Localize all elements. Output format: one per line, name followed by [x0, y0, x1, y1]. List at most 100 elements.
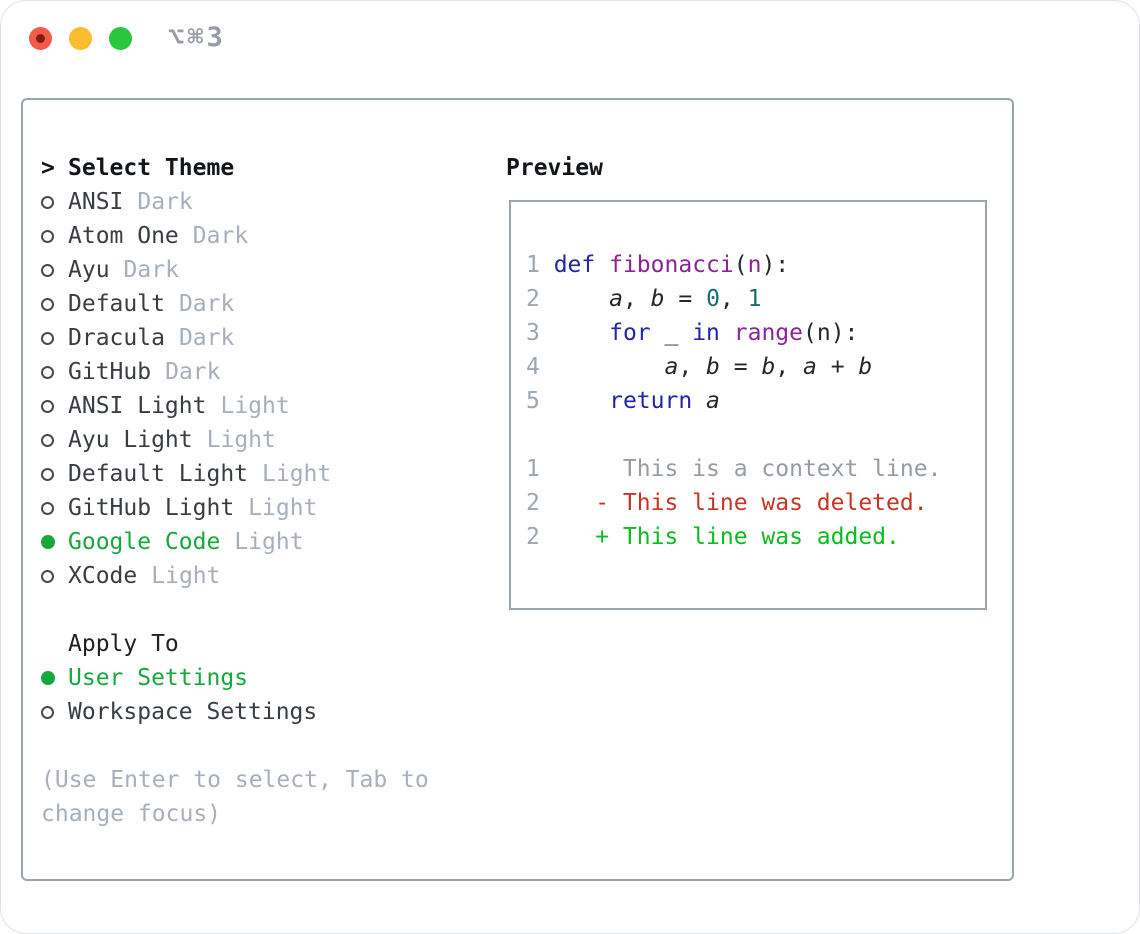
- code-token: for: [609, 320, 651, 346]
- code-token: This is a context line.: [539, 456, 942, 482]
- radio-marker: [41, 467, 68, 481]
- code-token: b: [858, 354, 873, 380]
- code-token: [692, 388, 706, 414]
- theme-list-title: Select Theme: [68, 155, 235, 181]
- code-token: [540, 286, 609, 312]
- code-token: _: [650, 320, 693, 346]
- radio-icon: [41, 229, 54, 243]
- preview-code-line: 5 return a: [526, 384, 985, 418]
- spacer: [41, 593, 486, 627]
- radio-icon: [41, 467, 54, 481]
- apply-to-title: Apply To: [68, 631, 179, 657]
- preview-code-line: [526, 418, 985, 452]
- spacer: [41, 729, 486, 763]
- code-token: a: [803, 354, 817, 380]
- line-number: 2: [526, 286, 540, 312]
- caret-icon: >: [41, 155, 55, 181]
- code-token: ,: [622, 286, 651, 312]
- radio-marker: [41, 569, 68, 583]
- radio-icon: [41, 399, 54, 413]
- preview-code-line: 2 a, b = 0, 1: [526, 282, 985, 316]
- close-button[interactable]: [29, 27, 52, 50]
- theme-name: Default Light: [68, 461, 249, 487]
- theme-name: Dracula: [68, 325, 165, 351]
- apply-option-label: User Settings: [68, 665, 249, 691]
- theme-variant: Dark: [165, 359, 221, 385]
- code-token: 1: [747, 286, 762, 312]
- code-token: in: [692, 320, 720, 346]
- theme-option-google-code[interactable]: Google Code Light: [41, 525, 486, 559]
- code-token: =: [664, 286, 707, 312]
- preview-title: Preview: [506, 155, 603, 181]
- code-token: [540, 320, 609, 346]
- keyboard-hint: (Use Enter to select, Tab to change focu…: [41, 767, 429, 827]
- radio-marker: [41, 501, 68, 515]
- theme-variant: Light: [206, 427, 276, 453]
- code-token: +: [816, 354, 859, 380]
- theme-name: Ayu Light: [68, 427, 193, 453]
- code-token: b: [650, 286, 665, 312]
- theme-variant: Light: [262, 461, 332, 487]
- radio-selected-icon: [41, 671, 55, 685]
- theme-option-default-light[interactable]: Default Light Light: [41, 457, 486, 491]
- select-theme-header: > Select Theme: [41, 151, 486, 185]
- apply-option-user-settings[interactable]: User Settings: [41, 661, 486, 695]
- line-number: 5: [526, 388, 540, 414]
- theme-option-github-light[interactable]: GitHub Light Light: [41, 491, 486, 525]
- code-token: b: [706, 354, 720, 380]
- theme-option-ayu-light[interactable]: Ayu Light Light: [41, 423, 486, 457]
- theme-variant: Light: [248, 495, 318, 521]
- theme-name: Google Code: [68, 529, 221, 555]
- preview-code-line: 1 def fibonacci(n):: [526, 248, 985, 282]
- radio-icon: [41, 569, 54, 583]
- minimize-button[interactable]: [69, 27, 92, 50]
- radio-icon: [41, 331, 54, 345]
- radio-icon: [41, 263, 54, 277]
- code-token: [720, 320, 734, 346]
- radio-icon: [41, 501, 54, 515]
- apply-option-workspace-settings[interactable]: Workspace Settings: [41, 695, 486, 729]
- code-token: b: [761, 354, 776, 380]
- code-token: [540, 388, 609, 414]
- code-token: n: [747, 252, 762, 278]
- theme-name: GitHub Light: [68, 495, 235, 521]
- theme-name: GitHub: [68, 359, 152, 385]
- line-number: 2: [526, 524, 540, 550]
- radio-icon: [41, 705, 54, 719]
- code-token: return: [609, 388, 693, 414]
- code-token: (n):: [803, 320, 859, 346]
- theme-variant: Light: [151, 563, 221, 589]
- zoom-button[interactable]: [109, 27, 132, 50]
- radio-marker: [41, 433, 68, 447]
- code-token: [540, 252, 554, 278]
- code-token: a: [609, 286, 623, 312]
- code-token: fibonacci: [609, 252, 734, 278]
- radio-marker: [41, 297, 68, 311]
- radio-icon: [41, 433, 54, 447]
- apply-option-label: Workspace Settings: [68, 699, 318, 725]
- radio-marker: [41, 535, 68, 549]
- preview-code-line: 3 for _ in range(n):: [526, 316, 985, 350]
- theme-variant: Dark: [137, 189, 193, 215]
- line-number: 3: [526, 320, 540, 346]
- theme-option-github[interactable]: GitHub Dark: [41, 355, 486, 389]
- code-token: ):: [761, 252, 790, 278]
- theme-variant: Light: [234, 529, 304, 555]
- line-number: 1: [526, 252, 540, 278]
- code-token: ,: [775, 354, 803, 380]
- line-number: 4: [526, 354, 540, 380]
- radio-marker: [41, 671, 68, 685]
